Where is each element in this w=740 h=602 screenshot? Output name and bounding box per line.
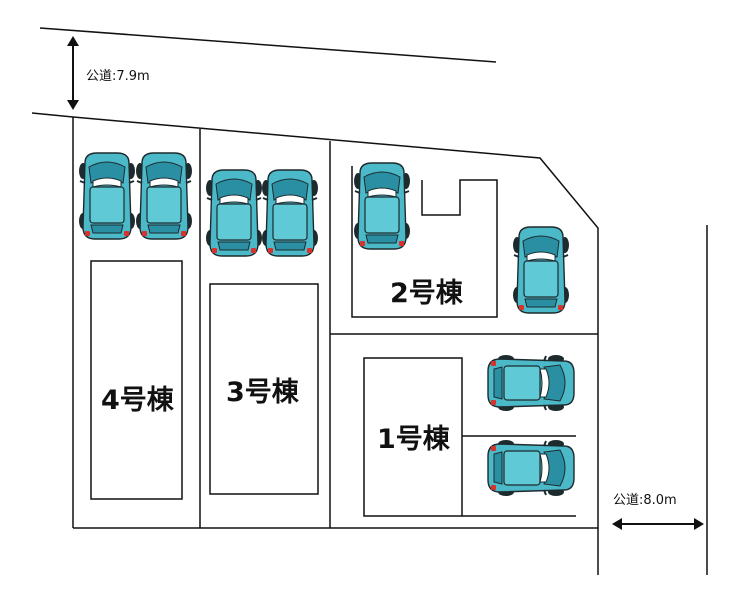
- building-3-footprint: [209, 283, 319, 495]
- east-road-label: 公道:8.0m: [613, 493, 677, 508]
- site-boundary: [31, 112, 599, 575]
- north-road-edge: [39, 27, 497, 63]
- car-icon: [488, 355, 574, 411]
- car-icon: [78, 152, 136, 240]
- car-icon: [353, 162, 411, 250]
- building-2-label: 2号棟: [390, 278, 464, 309]
- car-icon: [261, 169, 319, 257]
- building-1-label: 1号棟: [377, 424, 451, 455]
- building-2-footprint: [351, 166, 498, 318]
- building-4-label: 4号棟: [101, 385, 175, 416]
- car-icon: [488, 440, 574, 496]
- building-3-label: 3号棟: [226, 377, 300, 408]
- north-road-label: 公道:7.9m: [86, 69, 150, 84]
- east-road-arrow: [612, 518, 704, 530]
- car-icon: [135, 152, 193, 240]
- building-4-footprint: [90, 260, 183, 500]
- north-road-arrow: [67, 36, 79, 110]
- car-icon: [205, 169, 263, 257]
- building-1-footprint: [363, 357, 463, 517]
- car-icon: [512, 226, 570, 314]
